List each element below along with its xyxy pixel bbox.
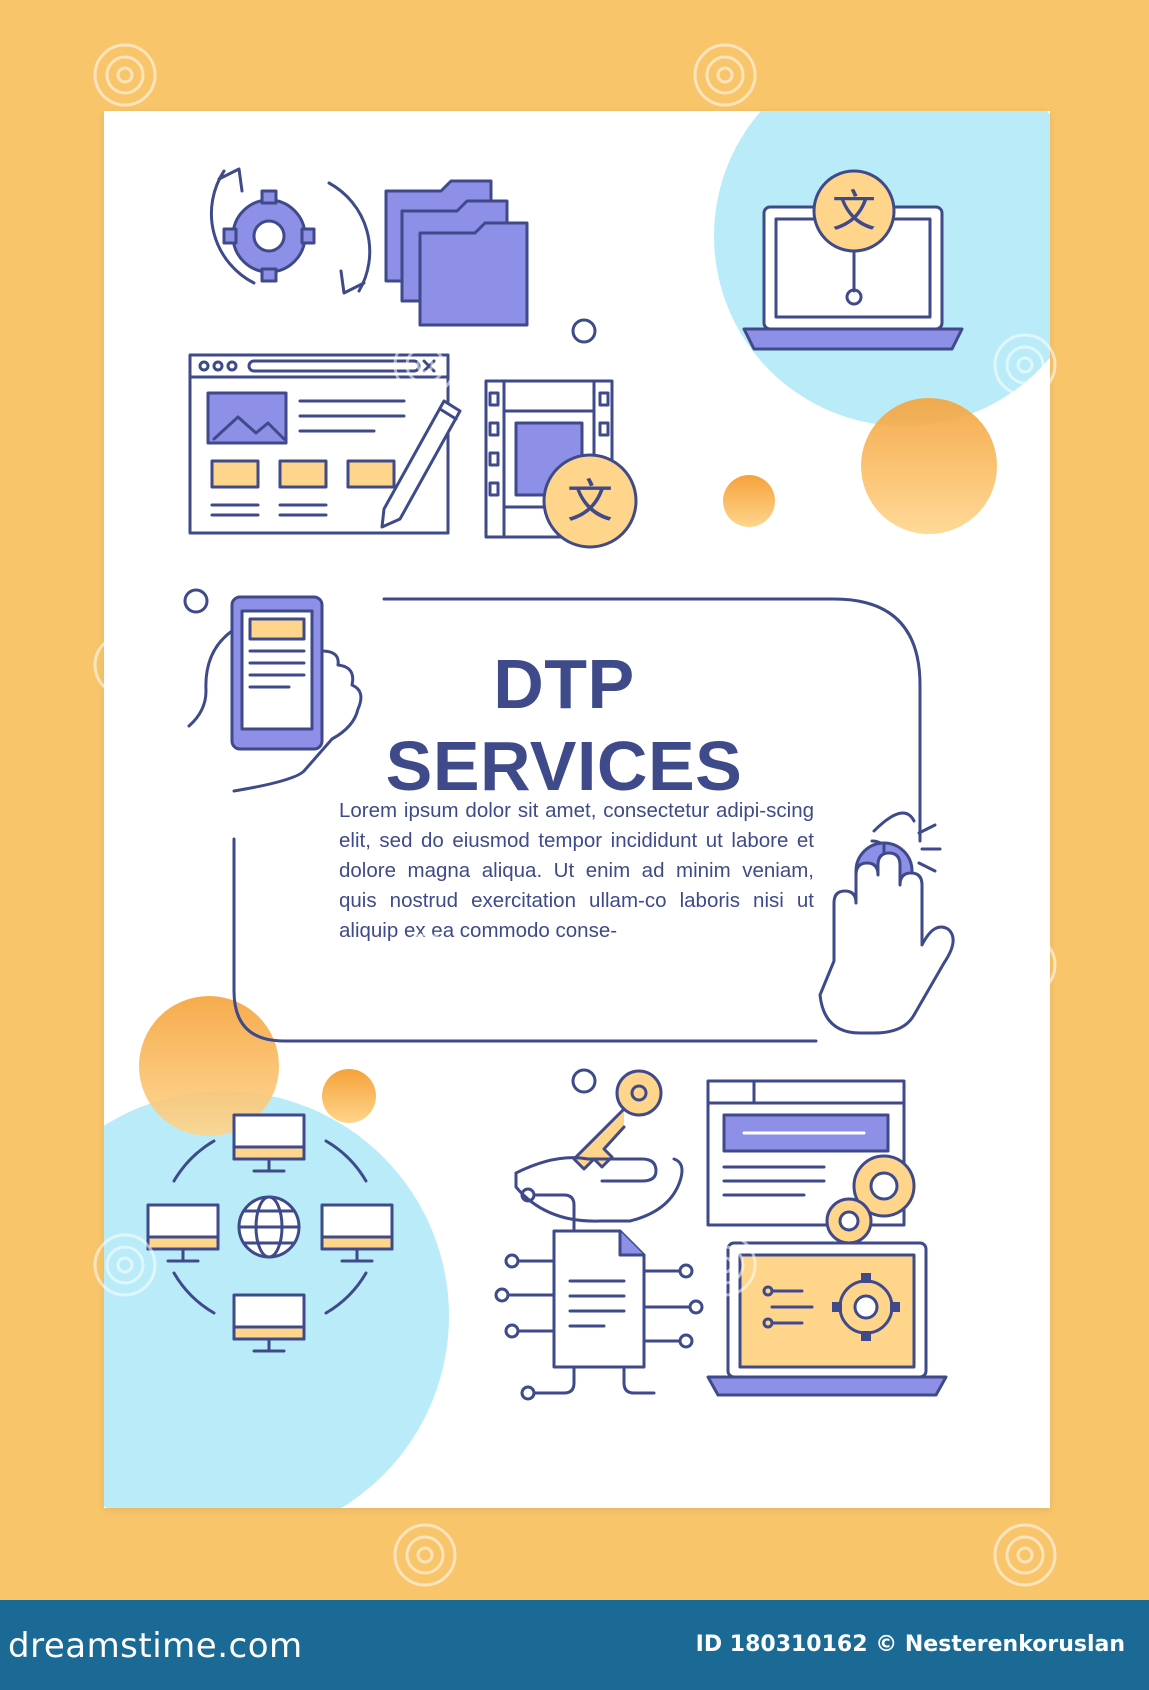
web-layout-editor-icon <box>188 353 450 535</box>
mouse-hand-icon <box>818 811 955 1035</box>
watermark-icon <box>693 43 757 107</box>
footer-credit: ID 180310162 © Nesterenkoruslan <box>696 1632 1125 1657</box>
footer-image-id: 180310162 <box>729 1632 868 1657</box>
gear-refresh-icon <box>209 167 372 295</box>
watermark-icon <box>993 1523 1057 1587</box>
laptop-translate-icon <box>742 169 964 351</box>
web-settings-icon <box>706 1079 916 1245</box>
footer-copyright: © <box>875 1632 898 1657</box>
orange-circle-large <box>861 398 997 534</box>
pencil-icon <box>380 399 462 529</box>
smartphone-hand-icon <box>187 595 363 793</box>
key-hand-icon <box>514 1069 684 1223</box>
watermark-icon <box>93 43 157 107</box>
folders-icon <box>384 179 529 327</box>
poster-body-text: Lorem ipsum dolor sit amet, consectetur … <box>339 799 814 942</box>
footer-brand[interactable]: dreamstime.com <box>8 1626 303 1666</box>
laptop-settings-icon <box>706 1241 948 1397</box>
footer-bar: dreamstime.com ID 180310162 © Nesterenko… <box>0 1600 1149 1690</box>
translate-glyph-film: 文 <box>567 474 613 528</box>
translate-glyph-laptop: 文 <box>832 186 876 237</box>
watermark-icon <box>393 1523 457 1587</box>
orange-circle-left <box>139 996 279 1136</box>
poster: 文 文 DTP SERVICES Lorem ipsum dolor sit a… <box>104 111 1050 1508</box>
orange-circle-left-small <box>322 1069 376 1123</box>
document-circuit-icon <box>494 1187 704 1401</box>
orange-circle-small <box>723 475 775 527</box>
film-translate-icon <box>484 379 638 549</box>
poster-title-line2: SERVICES <box>385 727 743 805</box>
poster-illustration: 文 文 <box>104 111 1050 1508</box>
network-globe-icon <box>146 1113 394 1353</box>
footer-author[interactable]: Nesterenkoruslan <box>904 1632 1125 1657</box>
poster-title-line1: DTP <box>493 645 635 723</box>
footer-id-label: ID <box>695 1632 723 1657</box>
